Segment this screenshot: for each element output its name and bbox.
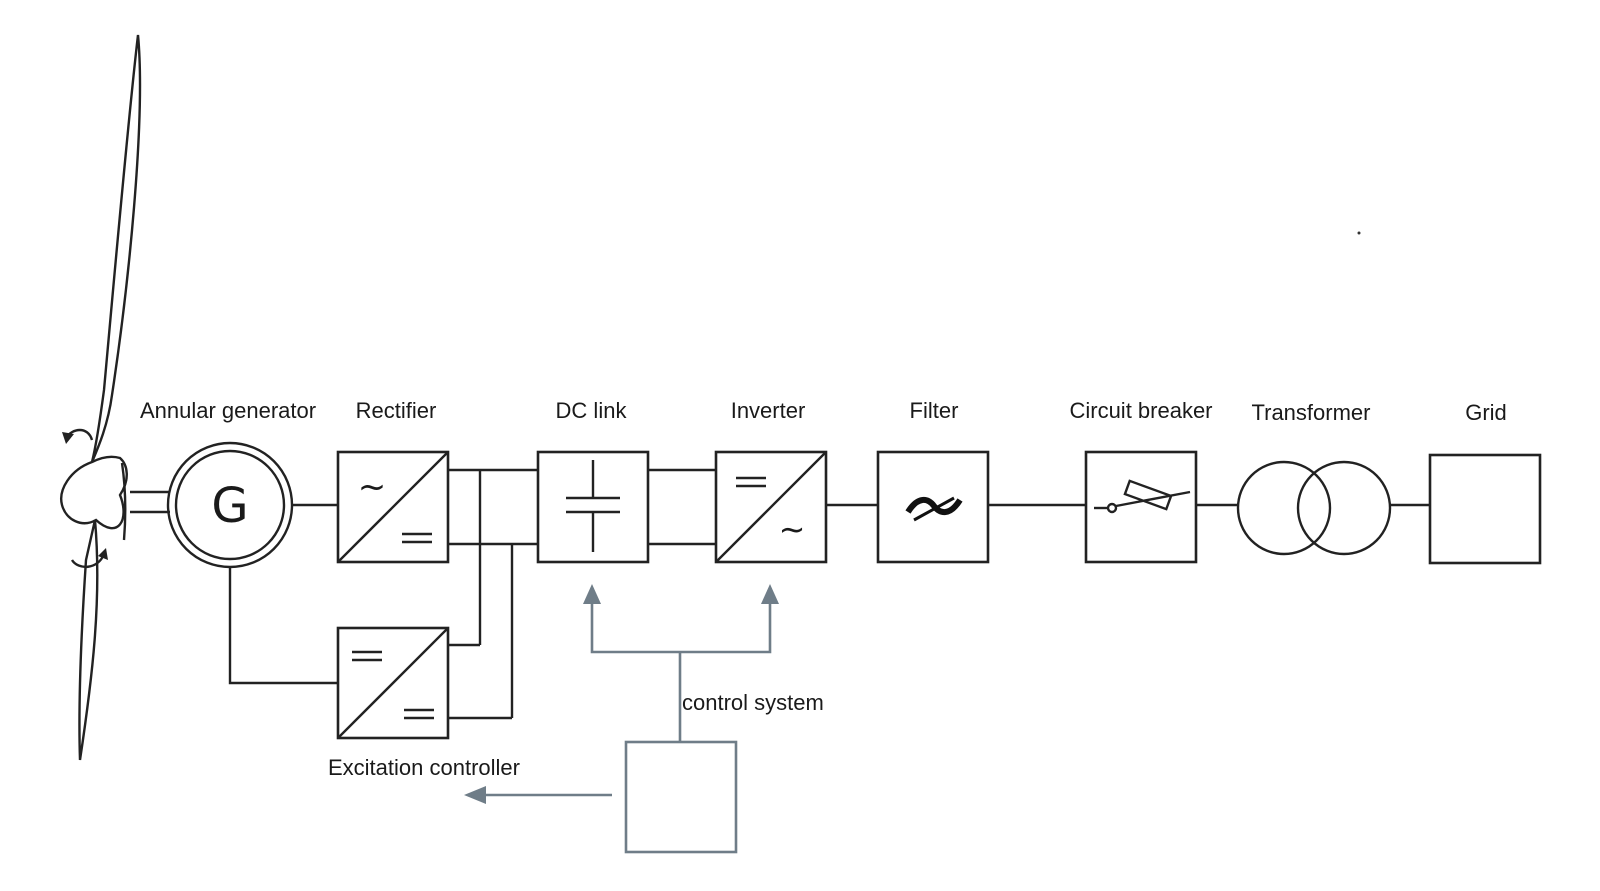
dc-link-label: DC link [556,398,628,423]
upper-blade [90,34,142,463]
generator-inner-ring [174,449,286,561]
arrow-left-icon [464,786,486,804]
rotation-arrowhead-bottom-icon [98,548,108,560]
generator-symbol: G [211,478,248,534]
rotation-arrowhead-top-icon [62,432,74,444]
control-system-label: control system [682,690,824,715]
nacelle-edge [120,462,127,541]
control-system-box [624,740,738,854]
turbine-rotor [60,34,170,761]
arrow-up-icon [583,584,601,604]
ac-symbol: ~ [358,467,387,507]
generator-label: Annular generator [140,398,316,423]
transformer-symbol [1236,460,1392,556]
circuit-breaker-label: Circuit breaker [1069,398,1212,423]
filter-wave-icon [905,497,963,515]
excitation-controller-label: Excitation controller [328,755,520,780]
excitation-controller-block [336,626,450,740]
transformer-label: Transformer [1252,400,1371,425]
labels: Annular generator Rectifier DC link Inve… [140,398,1507,780]
dc-link-block [536,450,650,564]
grid-block [1428,453,1542,565]
lower-blade [78,519,99,761]
ac-symbol: ~ [779,510,806,548]
filter-block [876,450,990,564]
hub [60,455,128,530]
breaker-fuse-icon [1123,479,1173,511]
control-system [464,584,779,854]
grid-label: Grid [1465,400,1507,425]
arrow-up-icon [761,584,779,604]
filter-label: Filter [910,398,959,423]
filter-slash [913,496,955,522]
rectifier-block: ~ [336,450,450,564]
stray-dot [1357,231,1361,235]
generator: G [166,441,294,569]
inverter-label: Inverter [731,398,806,423]
circuit-breaker-block [1084,450,1198,564]
rectifier-label: Rectifier [356,398,437,423]
wiring [228,468,1430,720]
inverter-block: ~ [714,450,828,564]
